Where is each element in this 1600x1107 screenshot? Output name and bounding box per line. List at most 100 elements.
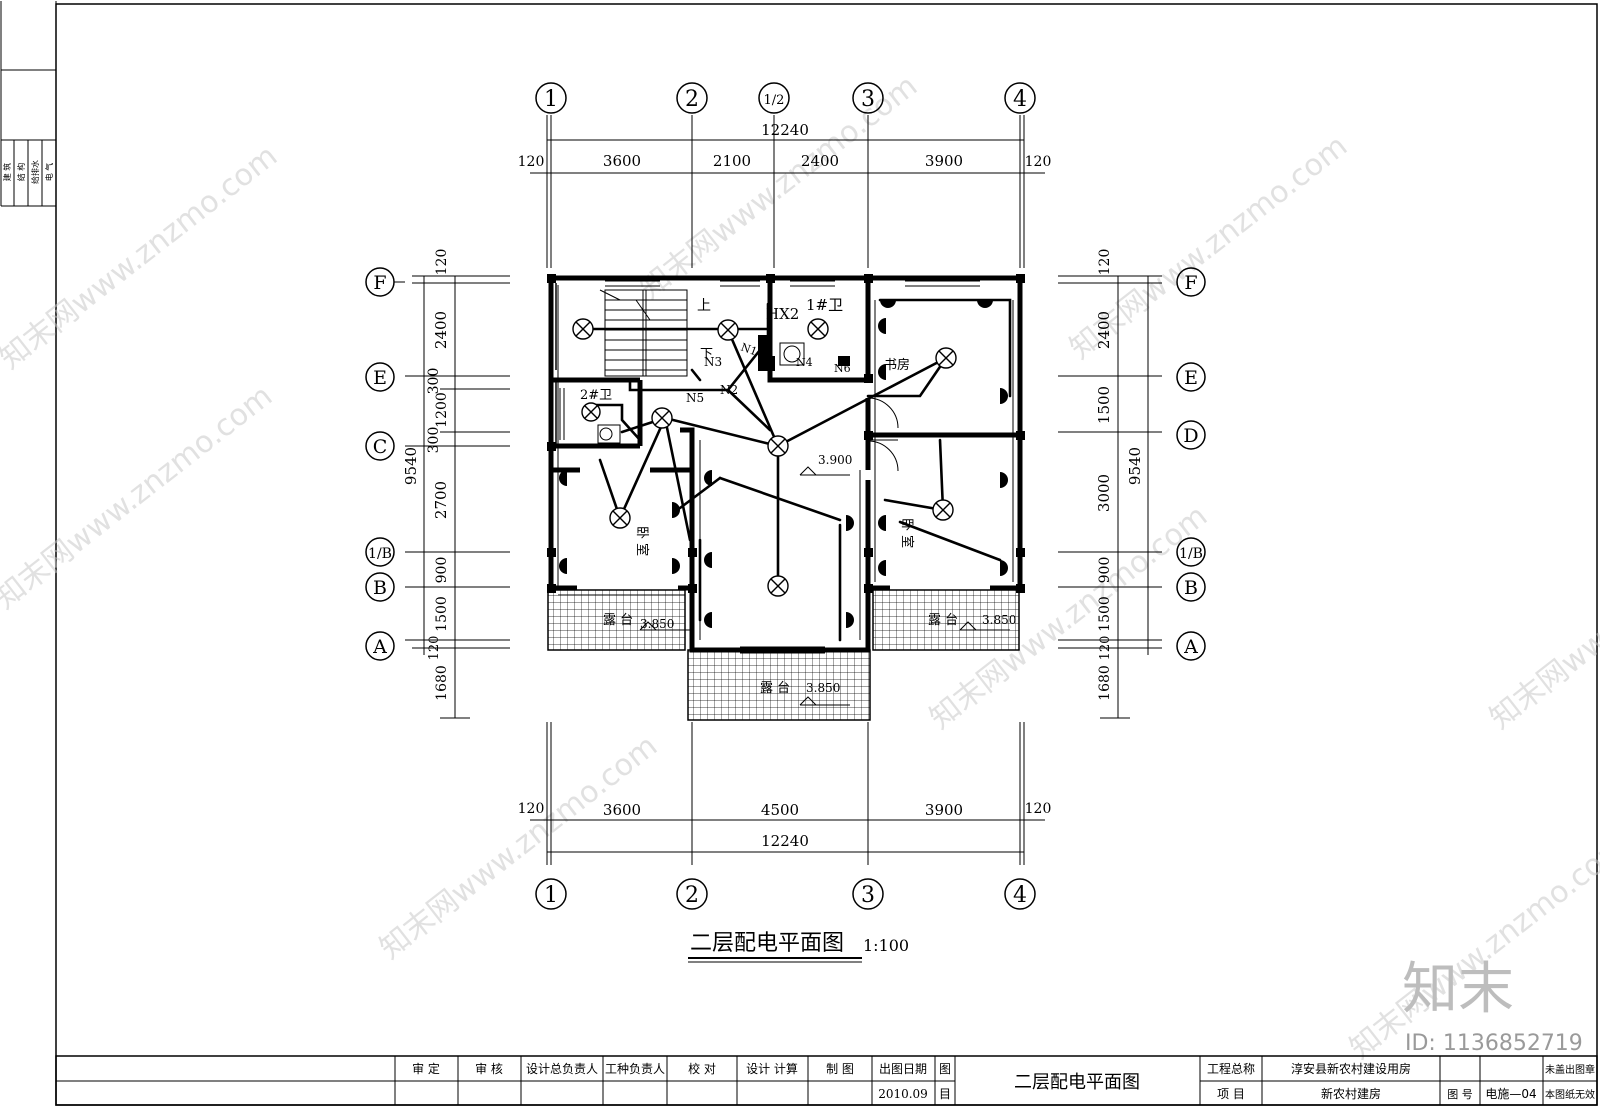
watermark-id: ID: 1136852719 [1405,1031,1583,1056]
outlet-icon [878,515,886,531]
axis-right-1B: 1/B [1179,546,1203,562]
label-circuit-n3: N3 [704,355,722,369]
axis-bottom-1: 1 [544,883,558,908]
axis-left-1B: 1/B [368,546,392,562]
label-circuit-n1: N1 [739,341,759,359]
lamp-icon [935,347,957,369]
axis-right-A: A [1183,636,1198,658]
label-balcony-left: 露 台 [603,613,633,628]
watermark-text: 知末网www.znzmo.com [0,138,284,376]
watermark-logo: 知末 [1402,957,1514,1022]
dim-bottom-seg: 4500 [761,801,799,819]
staircase [599,289,688,377]
dim-left-seg: 1500 [434,596,450,632]
tb-stamp-note: 未盖出图章 [1545,1063,1595,1076]
dim-left-total: 9540 [402,447,420,485]
tb-drawing-no-value: 电施—04 [1485,1087,1536,1101]
dim-right-seg: 1500 [1095,386,1113,424]
side-label-arch: 建 筑 [2,163,12,182]
outlet-icon [1000,560,1008,576]
side-label-elec: 电 气 [44,163,54,182]
label-balcony-right: 露 台 [928,613,958,628]
outlet-icon [559,558,567,574]
lamp-icon [581,402,601,422]
dimension-lines: 12240 120 3600 2100 2400 3900 120 120 36… [402,115,1162,865]
outlet-icon [672,558,680,574]
dim-bottom-total: 12240 [761,832,809,850]
axis-top-4: 4 [1013,87,1027,112]
balcony-left [547,589,686,651]
dim-bottom-seg: 120 [518,801,545,817]
dim-right-seg: 120 [1098,636,1113,661]
tb-item-value: 新农村建房 [1321,1086,1381,1101]
watermark-text: 知末网www.znzmo.com [0,378,279,616]
tb-project-label: 工程总称 [1207,1061,1255,1076]
lamp-icon [767,435,789,457]
tb-date-value: 2010.09 [878,1087,928,1101]
side-label-water: 给排水 [30,160,40,184]
axis-left-F: F [373,272,386,294]
axis-right-B: B [1184,577,1198,599]
balcony-right [872,589,1020,651]
label-balcony-left-el: 3.850 [640,617,674,631]
lamp-icon [932,499,954,521]
axis-top-3: 3 [861,87,875,112]
floor-plan: 上 下 HX2 1#卫 2#卫 书房 卧 室 卧 室 3.900 露 台 3.8… [547,274,1025,721]
dim-left-seg: 120 [434,249,450,276]
axis-bubbles: 1 2 1/2 3 4 1 2 3 4 F E C 1/B B A F E D … [365,82,1206,910]
outlet-icon [878,560,886,576]
outlet-icon [704,470,712,486]
dim-left-seg: 120 [427,636,442,661]
label-circuit-n5: N5 [686,391,704,405]
dim-top-seg: 3900 [925,152,963,170]
outlet-icon [846,612,854,628]
axis-right-D: D [1183,425,1198,447]
dim-right-seg: 2400 [1095,311,1113,349]
axis-right-F: F [1184,272,1197,294]
dim-top-seg: 2400 [801,152,839,170]
dim-left-seg: 300 [426,368,442,395]
drawing-title-name: 二层配电平面图 [690,931,844,956]
watermark-layer: 知末网www.znzmo.com 知末网www.znzmo.com 知末网www… [0,68,1600,1066]
axis-right-E: E [1184,367,1198,389]
dim-left-seg: 1680 [434,665,450,701]
outlet-icon [878,364,886,380]
axis-left-A: A [372,636,387,658]
dim-left-seg: 900 [434,557,450,584]
dim-bottom-seg: 120 [1025,801,1052,817]
dim-right-seg: 1680 [1097,665,1113,701]
side-label-struct: 结 构 [16,163,26,182]
outlet-icon [559,470,567,486]
dim-top-seg: 2100 [713,152,751,170]
label-hx2: HX2 [766,305,799,323]
dim-top-seg: 3600 [603,152,641,170]
lamp-icon [807,318,829,340]
tb-role: 制 图 [826,1062,854,1076]
dim-left-seg: 300 [426,427,442,454]
tb-role: 审 定 [412,1061,440,1076]
outlet-icon [672,502,680,518]
label-bedroom-left: 卧 室 [634,526,650,556]
dim-top-seg: 120 [518,154,545,170]
tb-role: 审 核 [475,1061,503,1076]
dim-right-total: 9540 [1126,447,1144,485]
outlet-icon [846,515,854,531]
dim-top-total: 12240 [761,121,809,139]
dim-right-seg: 900 [1097,557,1113,584]
lamp-icon [767,575,789,597]
outlet-icon [977,300,993,308]
dim-bottom-seg: 3600 [603,801,641,819]
outlet-icon [878,318,886,334]
watermark-text: 知末网www.znzmo.com [1483,498,1600,736]
lamp-icon [717,319,739,341]
wiring [581,298,1012,642]
axis-bottom-4: 4 [1013,883,1027,908]
light-fixtures [572,318,957,597]
outlet-icon [880,300,896,308]
dim-left-seg: 2700 [432,481,450,519]
balcony-center [687,649,871,721]
outlet-icon [1000,388,1008,404]
tb-role: 工种负责人 [605,1062,665,1076]
tb-role: 校 对 [688,1061,716,1076]
tb-drawing-no-label: 图 号 [1447,1088,1473,1101]
